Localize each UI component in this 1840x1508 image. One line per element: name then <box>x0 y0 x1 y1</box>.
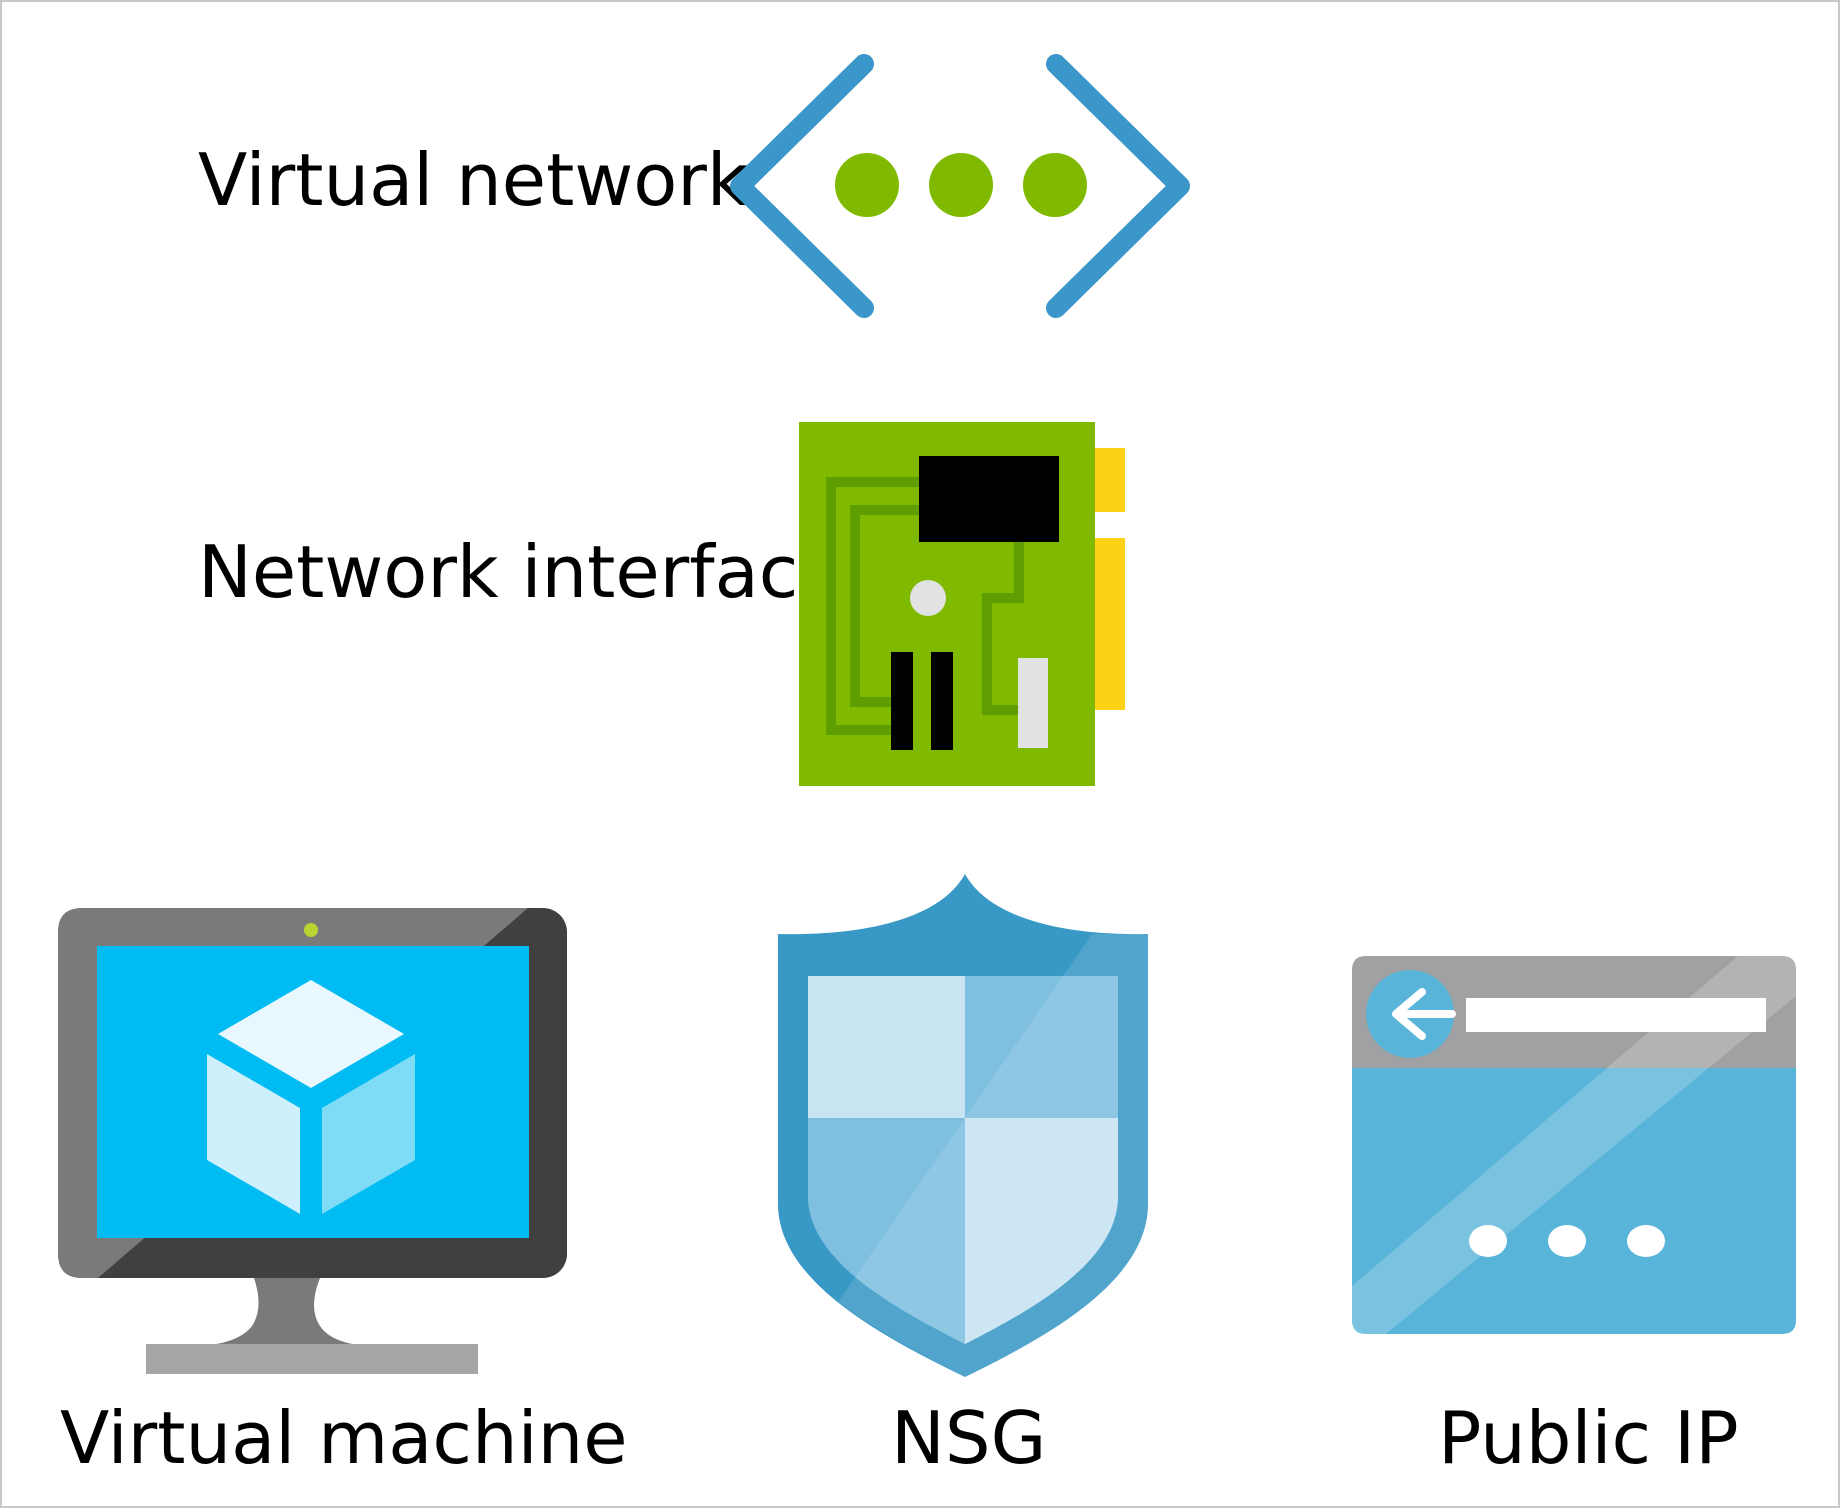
virtual-machine-label: Virtual machine <box>60 1396 628 1480</box>
network-interface-icon <box>799 422 1125 786</box>
network-interface-label: Network interface <box>198 530 843 614</box>
virtual-network-label: Virtual network <box>198 138 749 222</box>
nsg-shield-icon <box>778 874 1148 1377</box>
nsg-label: NSG <box>891 1396 1047 1480</box>
public-ip-icon <box>1352 956 1796 1334</box>
virtual-machine-icon <box>58 908 567 1374</box>
public-ip-label: Public IP <box>1438 1396 1739 1480</box>
virtual-network-icon <box>724 50 1196 322</box>
